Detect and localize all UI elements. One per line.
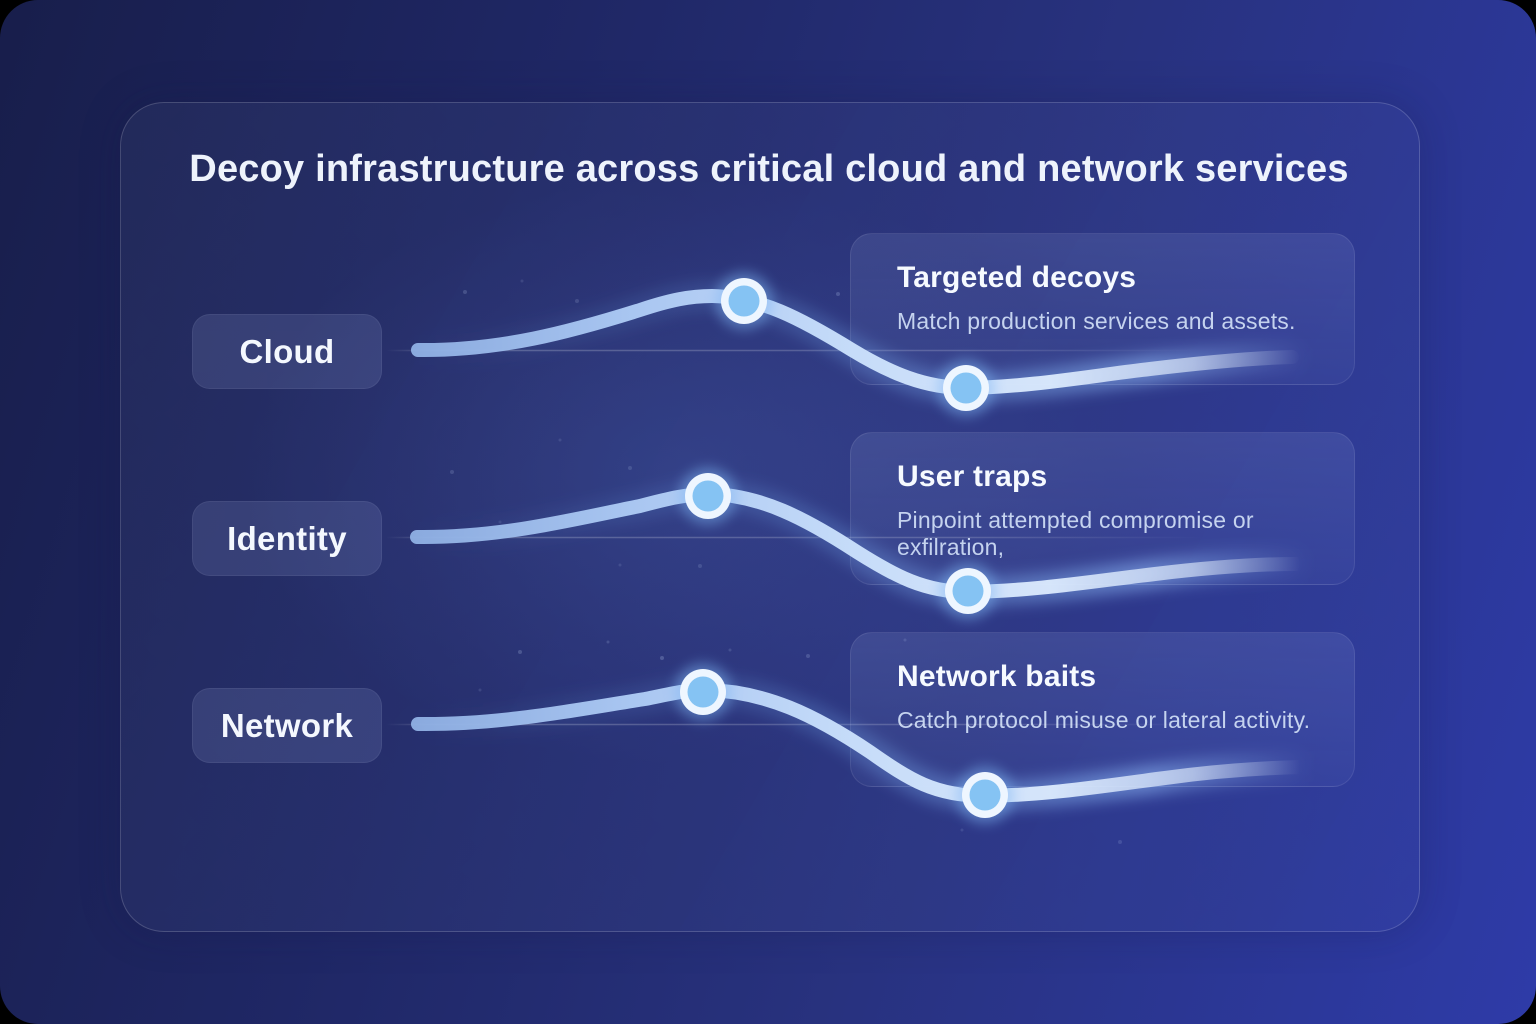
card-user-traps-description: Pinpoint attempted compromise or exfilra…	[897, 507, 1254, 560]
pill-cloud-label: Cloud	[239, 332, 335, 370]
card-network-baits: Network baits Catch protocol misuse or l…	[850, 632, 1355, 787]
card-targeted-decoys: Targeted decoys Match production service…	[850, 233, 1355, 385]
card-targeted-decoys-title: Targeted decoys	[897, 261, 1137, 294]
card-targeted-decoys-description: Match production services and assets.	[897, 308, 1296, 334]
pill-network: Network	[192, 688, 382, 763]
pill-identity: Identity	[192, 501, 382, 576]
pill-identity-label: Identity	[227, 519, 347, 557]
card-user-traps-title: User traps	[897, 460, 1048, 493]
card-network-baits-description: Catch protocol misuse or lateral activit…	[897, 707, 1311, 733]
card-user-traps: User traps Pinpoint attempted compromise…	[850, 432, 1355, 585]
pill-cloud: Cloud	[192, 314, 382, 389]
diagram-title: Decoy infrastructure across critical clo…	[189, 148, 1349, 190]
card-network-baits-title: Network baits	[897, 660, 1097, 693]
pill-network-label: Network	[220, 706, 354, 744]
